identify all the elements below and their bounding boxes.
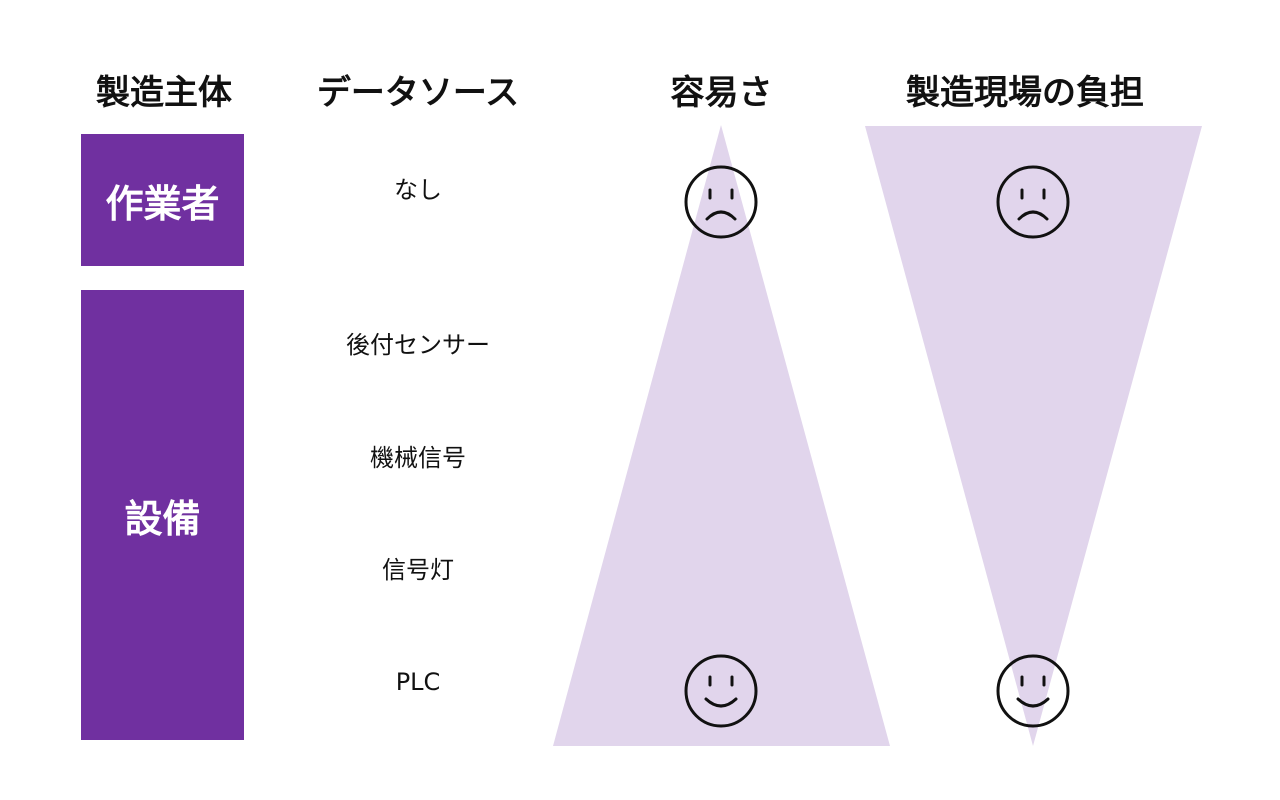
subject-label-equipment: 設備 — [124, 496, 201, 541]
subject-block-worker: 作業者 — [81, 134, 244, 266]
header-data-source: データソース — [316, 73, 520, 113]
subject-label-worker: 作業者 — [105, 181, 220, 226]
source-item-retrofit-sensor: 後付センサー — [346, 331, 490, 359]
source-item-signal-light: 信号灯 — [382, 556, 454, 584]
frown-face-icon — [684, 165, 758, 239]
frown-face-icon — [996, 165, 1070, 239]
smile-face-icon — [684, 654, 758, 728]
smile-face-icon — [996, 654, 1070, 728]
subject-block-equipment: 設備 — [81, 290, 244, 740]
header-subject: 製造主体 — [96, 73, 232, 113]
source-item-plc: PLC — [395, 668, 441, 696]
header-burden: 製造現場の負担 — [906, 73, 1144, 113]
burden-triangle — [865, 126, 1202, 746]
source-item-none: なし — [394, 176, 442, 204]
header-ease: 容易さ — [670, 73, 773, 113]
source-item-machine-signal: 機械信号 — [370, 444, 466, 472]
ease-triangle — [553, 125, 890, 746]
